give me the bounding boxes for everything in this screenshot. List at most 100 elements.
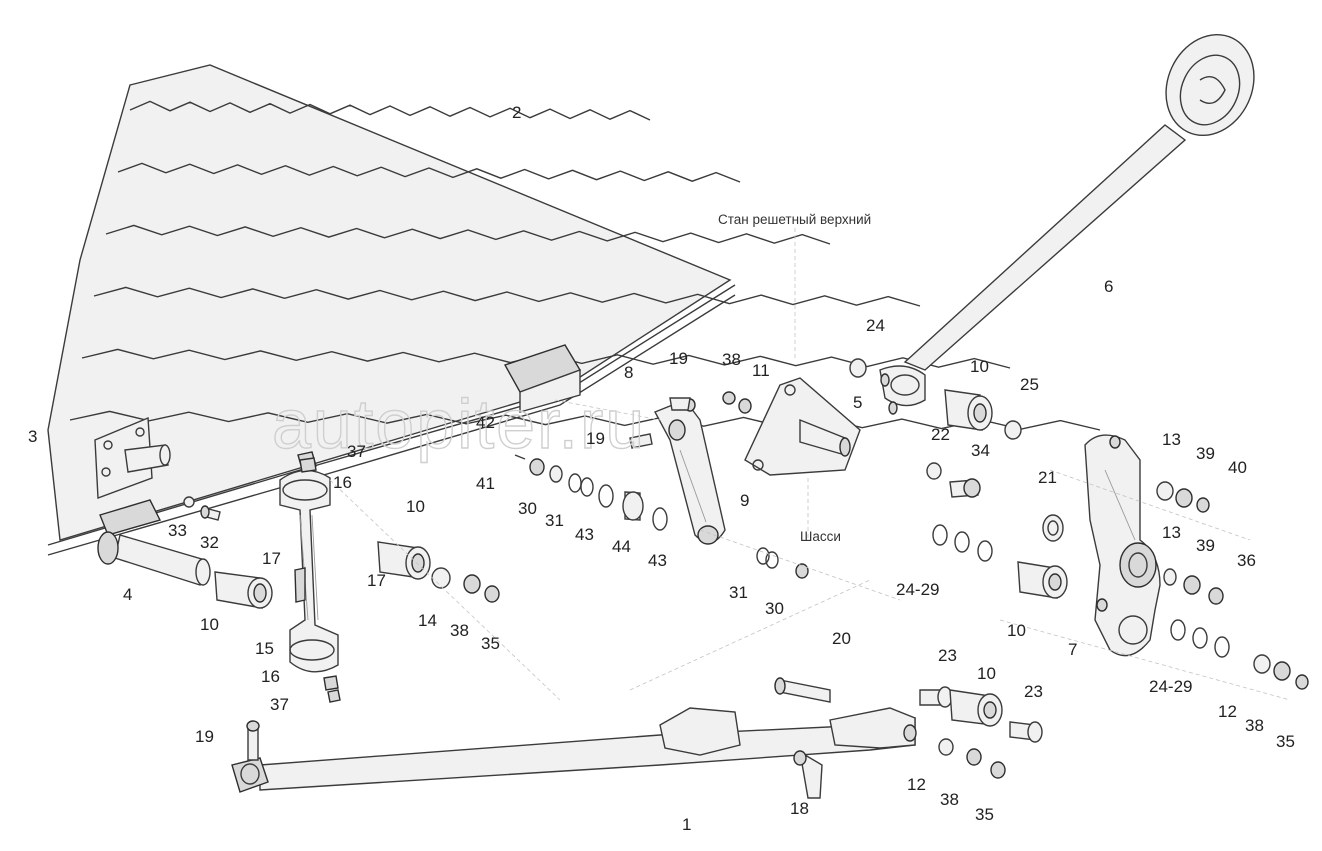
part-label-31: 31 bbox=[545, 511, 564, 530]
part-label-38: 38 bbox=[940, 790, 959, 809]
part-label-23: 23 bbox=[938, 646, 957, 665]
part-label-24: 24 bbox=[866, 316, 885, 335]
part-label-43: 43 bbox=[575, 525, 594, 544]
sieve-frame bbox=[47, 64, 1101, 556]
part-10-bushing-left bbox=[214, 571, 273, 609]
part-32-33-bolt-washer bbox=[183, 496, 221, 521]
part-label-35: 35 bbox=[1276, 732, 1295, 751]
sieve-louver-row bbox=[93, 286, 921, 307]
part-label-1: 1 bbox=[682, 815, 691, 834]
part-label-2: 2 bbox=[512, 103, 521, 122]
caption-chassis: Шасси bbox=[800, 529, 841, 544]
part-label-32: 32 bbox=[200, 533, 219, 552]
part-label-4: 4 bbox=[123, 585, 132, 604]
part-label-30: 30 bbox=[765, 599, 784, 618]
part-label-44: 44 bbox=[612, 537, 631, 556]
washers-41-30-31-43-44 bbox=[514, 454, 809, 579]
part-15-connecting-rod bbox=[279, 469, 339, 673]
part-number-labels: 2 3 4 10 33 32 37 16 17 17 10 15 16 37 1… bbox=[28, 103, 1295, 834]
lower-bushings-23-10 bbox=[919, 686, 1043, 743]
part-label-37: 37 bbox=[270, 695, 289, 714]
part-label-38: 38 bbox=[1245, 716, 1264, 735]
part-label-19: 19 bbox=[669, 349, 688, 368]
washers-13-39-40-36 bbox=[1156, 481, 1224, 605]
spacers-24-29 bbox=[932, 524, 1230, 658]
part-label-33: 33 bbox=[168, 521, 187, 540]
part-label-40: 40 bbox=[1228, 458, 1247, 477]
watermark: autopiter.ru bbox=[272, 385, 646, 463]
part-label-13: 13 bbox=[1162, 523, 1181, 542]
part-1-link bbox=[231, 707, 917, 793]
part-5-bracket bbox=[722, 377, 861, 476]
part-label-41: 41 bbox=[476, 474, 495, 493]
sieve-louver-row bbox=[129, 100, 651, 121]
washers-12-38-35-lower bbox=[938, 738, 1006, 779]
part-label-3: 3 bbox=[28, 427, 37, 446]
part-label-14: 14 bbox=[418, 611, 437, 630]
part-label-39: 39 bbox=[1196, 536, 1215, 555]
part-label-21: 21 bbox=[1038, 468, 1057, 487]
sieve-louver-row bbox=[105, 224, 831, 245]
part-17-bushing bbox=[377, 541, 431, 580]
part-label-24-29: 24-29 bbox=[896, 580, 939, 599]
part-label-8: 8 bbox=[624, 363, 633, 382]
part-label-23: 23 bbox=[1024, 682, 1043, 701]
caption-upper-sieve-frame: Стан решетный верхний bbox=[718, 212, 871, 227]
part-label-12: 12 bbox=[1218, 702, 1237, 721]
part-label-37: 37 bbox=[347, 442, 366, 461]
part-label-12: 12 bbox=[907, 775, 926, 794]
part-label-25: 25 bbox=[1020, 375, 1039, 394]
sieve-louver-row bbox=[117, 162, 741, 183]
part-label-10: 10 bbox=[1007, 621, 1026, 640]
part-label-5: 5 bbox=[853, 393, 862, 412]
small-nuts-37 bbox=[299, 457, 317, 473]
part-label-16: 16 bbox=[333, 473, 352, 492]
part-label-17: 17 bbox=[262, 549, 281, 568]
part-label-16: 16 bbox=[261, 667, 280, 686]
part-21-ring bbox=[1042, 514, 1064, 542]
part-label-11: 11 bbox=[752, 361, 770, 380]
part-label-39: 39 bbox=[1196, 444, 1215, 463]
part-label-22: 22 bbox=[931, 425, 950, 444]
part-label-19: 19 bbox=[586, 429, 605, 448]
part-7-rocker-arm bbox=[1084, 434, 1161, 657]
part-label-6: 6 bbox=[1104, 277, 1113, 296]
part-label-34: 34 bbox=[971, 441, 990, 460]
part-label-20: 20 bbox=[832, 629, 851, 648]
center-lines bbox=[329, 228, 1291, 701]
part-label-35: 35 bbox=[481, 634, 500, 653]
part-label-15: 15 bbox=[255, 639, 274, 658]
part-label-38: 38 bbox=[450, 621, 469, 640]
part-label-31: 31 bbox=[729, 583, 748, 602]
part-label-10: 10 bbox=[406, 497, 425, 516]
part-label-10: 10 bbox=[970, 357, 989, 376]
part-6-connecting-rod bbox=[879, 33, 1255, 415]
part-label-10: 10 bbox=[977, 664, 996, 683]
part-label-38: 38 bbox=[722, 350, 741, 369]
part-9-lever bbox=[654, 399, 726, 545]
part-label-30: 30 bbox=[518, 499, 537, 518]
part-label-24-29: 24-29 bbox=[1149, 677, 1192, 696]
part-3-bracket bbox=[94, 416, 171, 499]
sieve-louver-row bbox=[69, 410, 1101, 431]
part-label-17: 17 bbox=[367, 571, 386, 590]
washers-24-25-22 bbox=[849, 358, 1022, 480]
part-label-36: 36 bbox=[1237, 551, 1256, 570]
part-10-bushing-right bbox=[1017, 561, 1068, 599]
part-label-18: 18 bbox=[790, 799, 809, 818]
part-label-13: 13 bbox=[1162, 430, 1181, 449]
washers-14-38-35 bbox=[431, 567, 500, 603]
part-label-42: 42 bbox=[476, 413, 495, 432]
washers-12-38-35-right bbox=[1253, 654, 1309, 690]
part-label-7: 7 bbox=[1068, 640, 1077, 659]
pins-20-18-19 bbox=[246, 397, 831, 799]
part-label-43: 43 bbox=[648, 551, 667, 570]
part-34-bolt bbox=[949, 478, 981, 498]
part-4-shaft bbox=[97, 531, 211, 586]
part-10-bushing-upper bbox=[944, 389, 993, 431]
part-label-35: 35 bbox=[975, 805, 994, 824]
part-label-9: 9 bbox=[740, 491, 749, 510]
part-label-10: 10 bbox=[200, 615, 219, 634]
part-label-19: 19 bbox=[195, 727, 214, 746]
